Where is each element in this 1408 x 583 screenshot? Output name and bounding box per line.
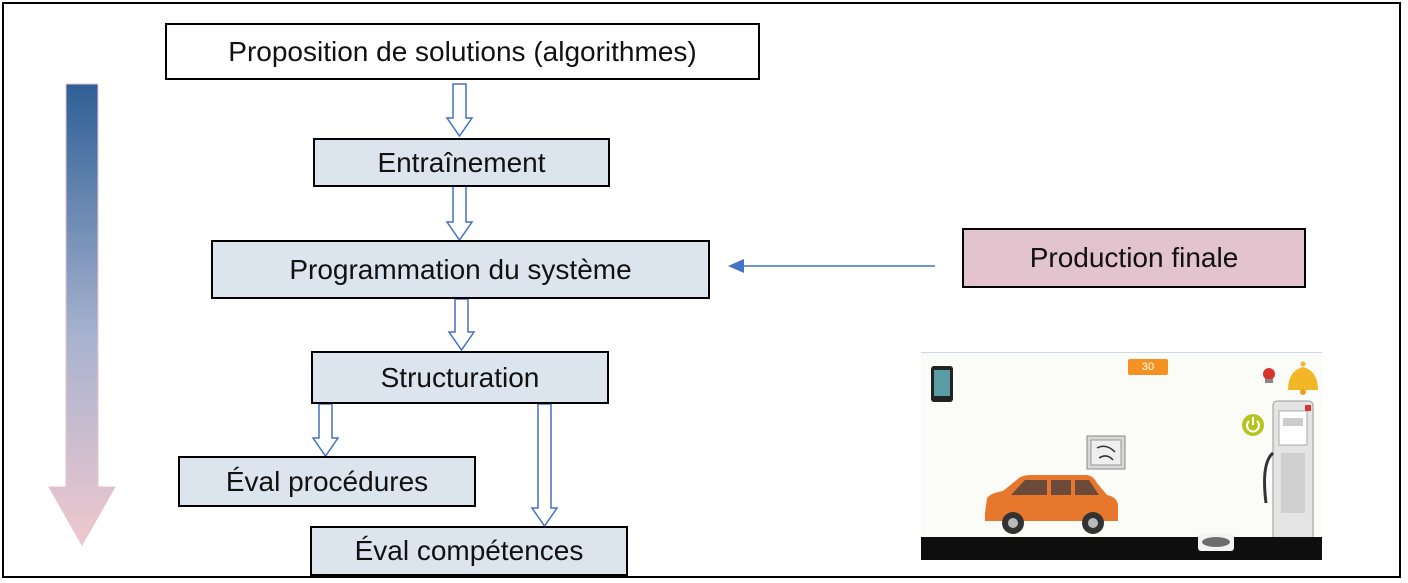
gradient-down-arrow xyxy=(48,83,116,547)
game-screenshot: 30 xyxy=(921,352,1322,560)
box-structuration-label: Structuration xyxy=(380,361,540,393)
hollow-arrow-5 xyxy=(530,403,559,528)
game-score: 30 xyxy=(1128,359,1168,375)
box-structuration: Structuration xyxy=(311,351,609,404)
alarm-light-icon xyxy=(1263,368,1275,383)
bell-icon xyxy=(1288,361,1318,395)
box-eval-procedures-label: Éval procédures xyxy=(225,465,429,497)
box-eval-competences: Éval compétences xyxy=(310,526,628,576)
charging-station-icon xyxy=(1263,400,1314,550)
box-entrainement: Entraînement xyxy=(313,138,610,187)
box-production-finale-label: Production finale xyxy=(1029,242,1239,273)
phone-icon xyxy=(931,366,953,402)
box-eval-competences-label: Éval compétences xyxy=(354,535,584,566)
manhole-icon xyxy=(1198,533,1234,551)
box-production-finale: Production finale xyxy=(962,228,1306,288)
car-icon xyxy=(985,475,1118,534)
box-programmation-label: Programmation du système xyxy=(289,253,632,285)
hollow-arrow-3 xyxy=(447,298,476,352)
hollow-arrow-1 xyxy=(445,83,474,138)
box-programmation: Programmation du système xyxy=(211,240,710,299)
power-icon xyxy=(1242,414,1264,436)
game-scene xyxy=(921,361,1322,560)
card-reader-icon xyxy=(1086,435,1126,470)
box-proposition: Proposition de solutions (algorithmes) xyxy=(165,23,760,80)
box-eval-procedures: Éval procédures xyxy=(178,456,476,507)
box-entrainement-label: Entraînement xyxy=(377,146,546,178)
road xyxy=(921,537,1322,560)
box-proposition-label: Proposition de solutions (algorithmes) xyxy=(228,35,697,67)
hollow-arrow-2 xyxy=(445,185,474,242)
feedback-arrowhead xyxy=(728,259,744,273)
hollow-arrow-4 xyxy=(311,403,340,458)
